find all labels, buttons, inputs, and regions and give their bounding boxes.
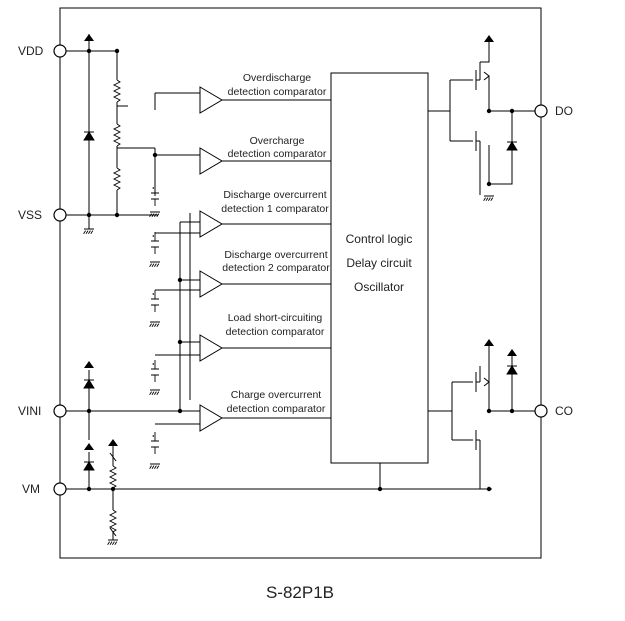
input-network [66, 34, 492, 546]
pin-vdd-terminal [53, 44, 67, 58]
comparator-overcharge-label-2: detection comparator [228, 148, 327, 160]
comparator-discharge-oc1-label-2: detection 1 comparator [221, 203, 329, 215]
control-logic-block [330, 72, 429, 464]
pin-co-label: CO [555, 404, 573, 418]
comparator-overdischarge-label-2: detection comparator [228, 86, 327, 98]
pin-do-label: DO [555, 104, 573, 118]
pin-vm-label: VM [22, 482, 40, 496]
logic-control-label: Control logic [346, 232, 413, 246]
logic-oscillator-label: Oscillator [354, 280, 404, 294]
comparator-load-short-label-2: detection comparator [226, 326, 325, 338]
comparator-discharge-oc1-label-1: Discharge overcurrent [223, 189, 326, 201]
part-number-caption: S-82P1B [266, 583, 334, 602]
output-stages [428, 35, 540, 492]
pin-vss-terminal [53, 208, 67, 222]
comparator-symbols [199, 86, 331, 432]
pin-vdd-label: VDD [18, 44, 44, 58]
comparator-overdischarge-label-1: Overdischarge [243, 72, 311, 84]
comparator-discharge-oc2-label-1: Discharge overcurrent [224, 249, 327, 261]
comparator-charge-oc-label-2: detection comparator [227, 403, 326, 415]
logic-delay-label: Delay circuit [346, 256, 412, 270]
pin-vm-terminal [53, 482, 67, 496]
ic-outline [59, 7, 542, 559]
pin-vini-label: VINI [18, 404, 41, 418]
comparator-charge-oc-label-1: Charge overcurrent [231, 389, 322, 401]
pin-vini-terminal [53, 404, 67, 418]
comparator-discharge-oc2-label-2: detection 2 comparator [222, 262, 330, 274]
pin-vss-label: VSS [18, 208, 42, 222]
comparator-load-short-label-1: Load short-circuiting [228, 312, 323, 324]
pin-do-terminal [534, 104, 548, 118]
comparator-overcharge-label-1: Overcharge [250, 135, 305, 147]
pin-co-terminal [534, 404, 548, 418]
